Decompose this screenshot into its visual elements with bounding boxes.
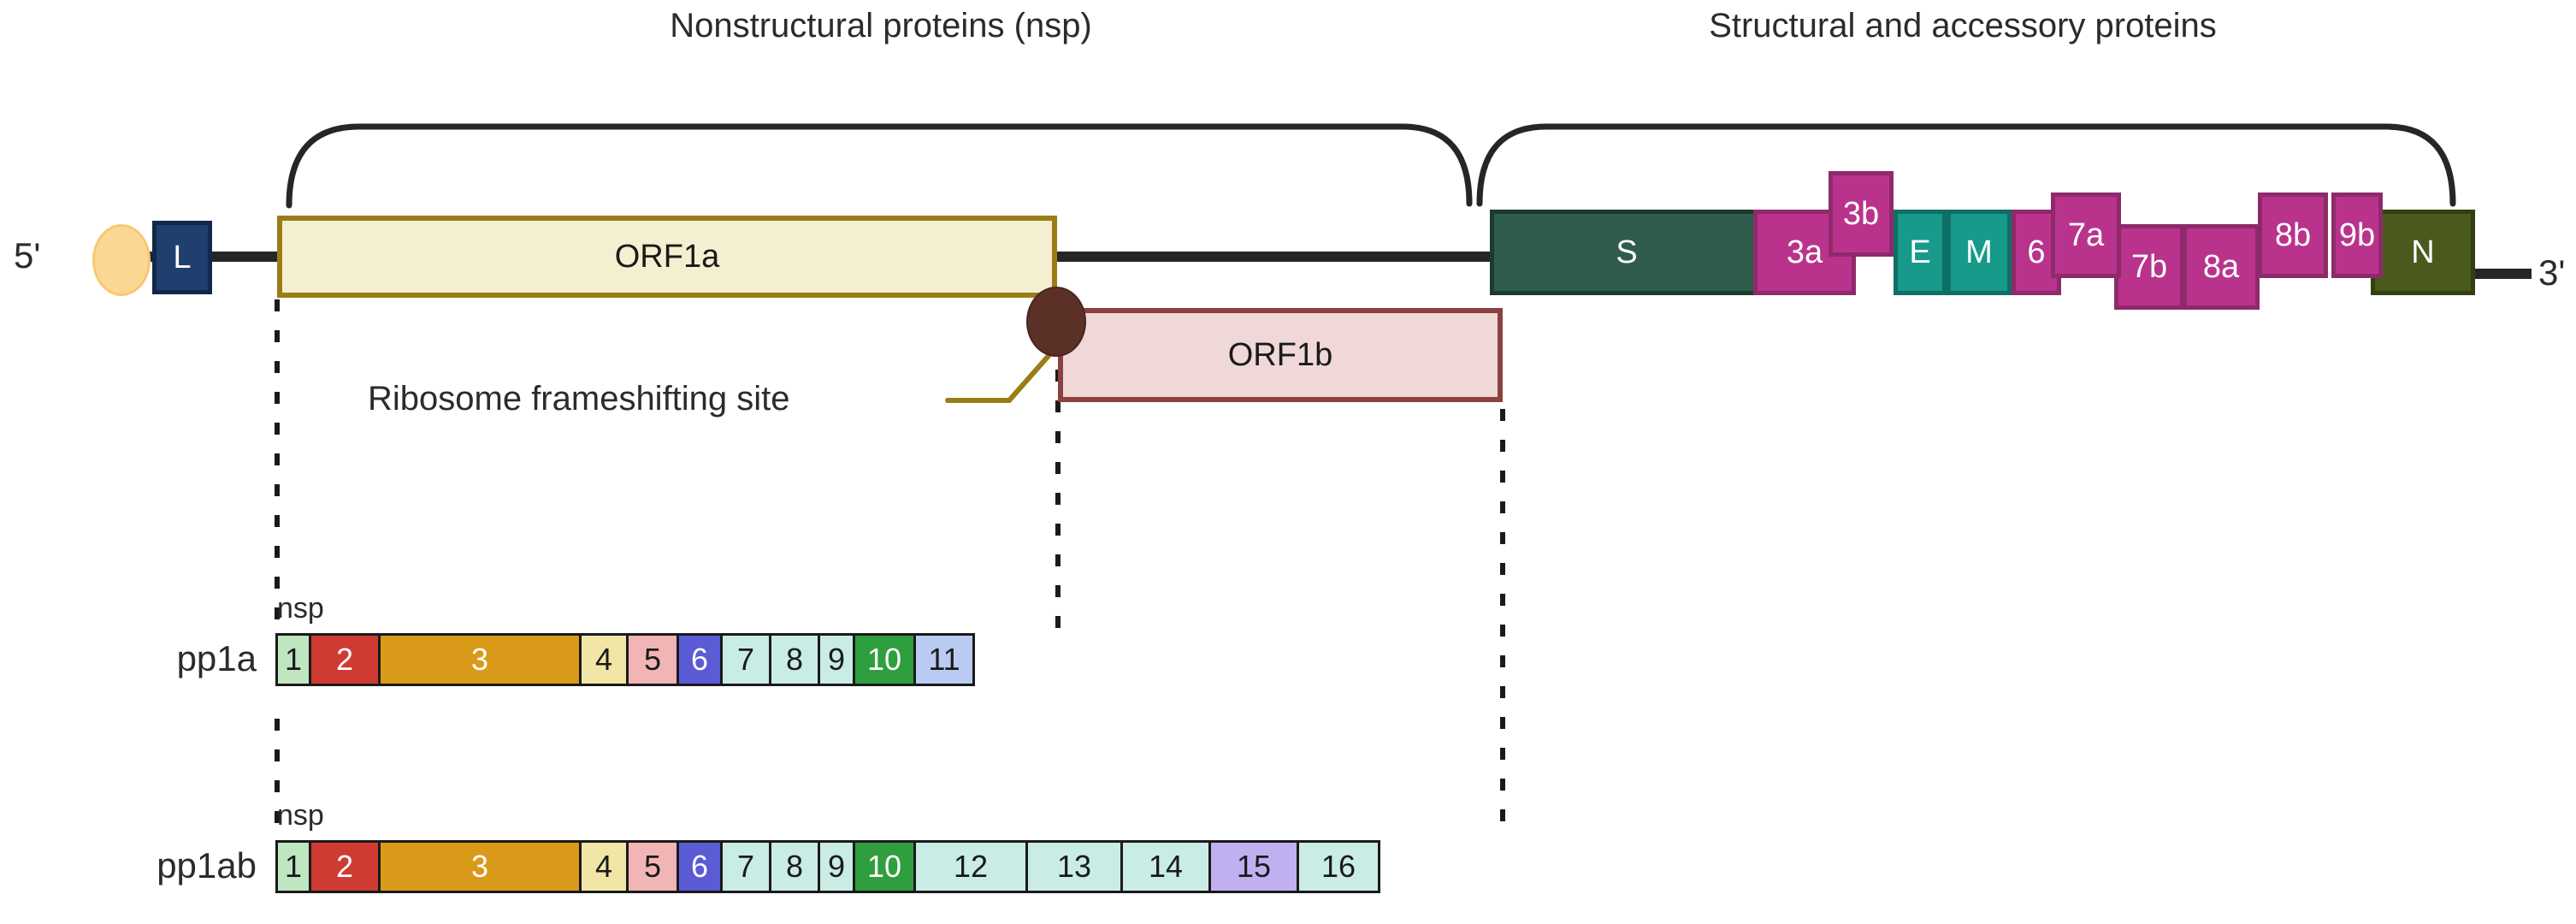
label-5-prime: 5'	[14, 235, 41, 275]
nsp-segment-label: 6	[690, 642, 709, 677]
gene-box-3b[interactable]: 3b	[1829, 171, 1894, 257]
nsp-segment-label: 15	[1236, 849, 1272, 884]
gene-box-9b[interactable]: 9b	[2331, 192, 2383, 278]
nsp-segment-label: 9	[827, 642, 846, 677]
gene-box-m[interactable]: M	[1947, 210, 2012, 295]
gene-box-7a[interactable]: 7a	[2051, 192, 2121, 278]
nsp-segment-label: 1	[284, 642, 303, 677]
nsp-segment-label: 11	[928, 642, 960, 677]
nsp-segment-pp1ab-10[interactable]: 10	[853, 840, 916, 893]
nsp-segment-pp1ab-4[interactable]: 4	[579, 840, 629, 893]
nsp-segment-label: 4	[594, 849, 613, 884]
nsp-segment-label: 6	[690, 849, 709, 884]
nsp-segment-pp1ab-16[interactable]: 16	[1297, 840, 1380, 893]
gene-box-label: 7b	[2130, 249, 2168, 285]
label-3-prime: 3'	[2538, 252, 2566, 293]
section-title-nonstructural: Nonstructural proteins (nsp)	[670, 7, 1092, 44]
gene-box-label: 6	[2027, 234, 2046, 270]
nsp-segment-pp1ab-8[interactable]: 8	[769, 840, 820, 893]
gene-box-8b[interactable]: 8b	[2258, 192, 2328, 278]
gene-box-label: 3b	[1842, 196, 1880, 232]
nsp-segment-pp1a-7[interactable]: 7	[720, 633, 771, 686]
gene-box-8a[interactable]: 8a	[2183, 224, 2260, 310]
nsp-segment-label: 3	[470, 642, 489, 677]
nsp-segment-label: 14	[1148, 849, 1184, 884]
nsp-segment-pp1ab-6[interactable]: 6	[676, 840, 723, 893]
gene-box-label: M	[1965, 234, 1993, 270]
nsp-segment-label: 9	[827, 849, 846, 884]
nsp-segment-pp1ab-14[interactable]: 14	[1120, 840, 1211, 893]
nsp-segment-pp1a-10[interactable]: 10	[853, 633, 916, 686]
gene-box-s[interactable]: S	[1490, 210, 1764, 295]
nsp-segment-label: 10	[866, 849, 902, 884]
nsp-segment-pp1ab-5[interactable]: 5	[626, 840, 679, 893]
gene-box-label: 3a	[1786, 234, 1823, 270]
nsp-segment-label: 13	[1056, 849, 1092, 884]
nsp-segment-label: 8	[785, 849, 804, 884]
gene-box-label: E	[1909, 234, 1931, 270]
gene-box-7b[interactable]: 7b	[2114, 224, 2184, 310]
gene-box-label: 8b	[2274, 217, 2312, 253]
nsp-segment-label: 5	[643, 849, 662, 884]
nsp-segment-pp1ab-15[interactable]: 15	[1208, 840, 1299, 893]
nsp-caption-pp1a: nsp	[277, 592, 324, 625]
nsp-segment-label: 5	[643, 642, 662, 677]
gene-box-e[interactable]: E	[1894, 210, 1947, 295]
nsp-segment-label: 10	[866, 642, 902, 677]
nsp-segment-pp1a-4[interactable]: 4	[579, 633, 629, 686]
ribosome-frameshifting-site-marker[interactable]	[1026, 287, 1086, 357]
five-prime-cap-icon	[92, 224, 151, 296]
nsp-segment-pp1a-6[interactable]: 6	[676, 633, 723, 686]
nsp-segment-pp1ab-7[interactable]: 7	[720, 840, 771, 893]
nsp-caption-pp1ab: nsp	[277, 799, 324, 832]
polyprotein-label-pp1ab: pp1ab	[157, 845, 257, 886]
nsp-segment-label: 1	[284, 849, 303, 884]
nsp-segment-pp1a-3[interactable]: 3	[378, 633, 582, 686]
nsp-segment-pp1a-5[interactable]: 5	[626, 633, 679, 686]
gene-box-orf1b[interactable]: ORF1b	[1058, 308, 1503, 402]
section-title-structural: Structural and accessory proteins	[1709, 7, 2217, 44]
nsp-segment-pp1a-2[interactable]: 2	[309, 633, 381, 686]
nsp-segment-label: 2	[335, 849, 354, 884]
nsp-segment-label: 8	[785, 642, 804, 677]
nsp-segment-label: 7	[736, 642, 755, 677]
nsp-segment-label: 7	[736, 849, 755, 884]
nsp-segment-pp1ab-12[interactable]: 12	[913, 840, 1028, 893]
nsp-segment-label: 16	[1320, 849, 1356, 884]
nsp-segment-pp1a-9[interactable]: 9	[818, 633, 855, 686]
gene-box-orf1a[interactable]: ORF1a	[277, 216, 1057, 298]
gene-box-label: 9b	[2338, 217, 2376, 253]
nsp-segment-label: 12	[953, 849, 989, 884]
gene-box-label: 8a	[2202, 249, 2240, 285]
nsp-segment-label: 4	[594, 642, 613, 677]
gene-box-leader[interactable]: L	[152, 221, 212, 294]
nsp-segment-label: 3	[470, 849, 489, 884]
nsp-segment-pp1a-8[interactable]: 8	[769, 633, 820, 686]
nsp-segment-pp1ab-13[interactable]: 13	[1025, 840, 1123, 893]
gene-box-label: N	[2411, 234, 2435, 270]
nsp-segment-pp1ab-3[interactable]: 3	[378, 840, 582, 893]
gene-box-label: S	[1616, 234, 1638, 270]
bracket-nonstructural	[286, 123, 1473, 209]
nsp-segment-pp1ab-1[interactable]: 1	[275, 840, 311, 893]
nsp-segment-pp1ab-9[interactable]: 9	[818, 840, 855, 893]
annotation-frameshifting-site: Ribosome frameshifting site	[368, 380, 790, 418]
polyprotein-label-pp1a: pp1a	[176, 638, 257, 678]
nsp-segment-pp1a-11[interactable]: 11	[913, 633, 975, 686]
gene-box-label: 7a	[2067, 217, 2105, 253]
nsp-segment-label: 2	[335, 642, 354, 677]
nsp-segment-pp1a-1[interactable]: 1	[275, 633, 311, 686]
nsp-segment-pp1ab-2[interactable]: 2	[309, 840, 381, 893]
gene-box-n[interactable]: N	[2371, 210, 2475, 295]
